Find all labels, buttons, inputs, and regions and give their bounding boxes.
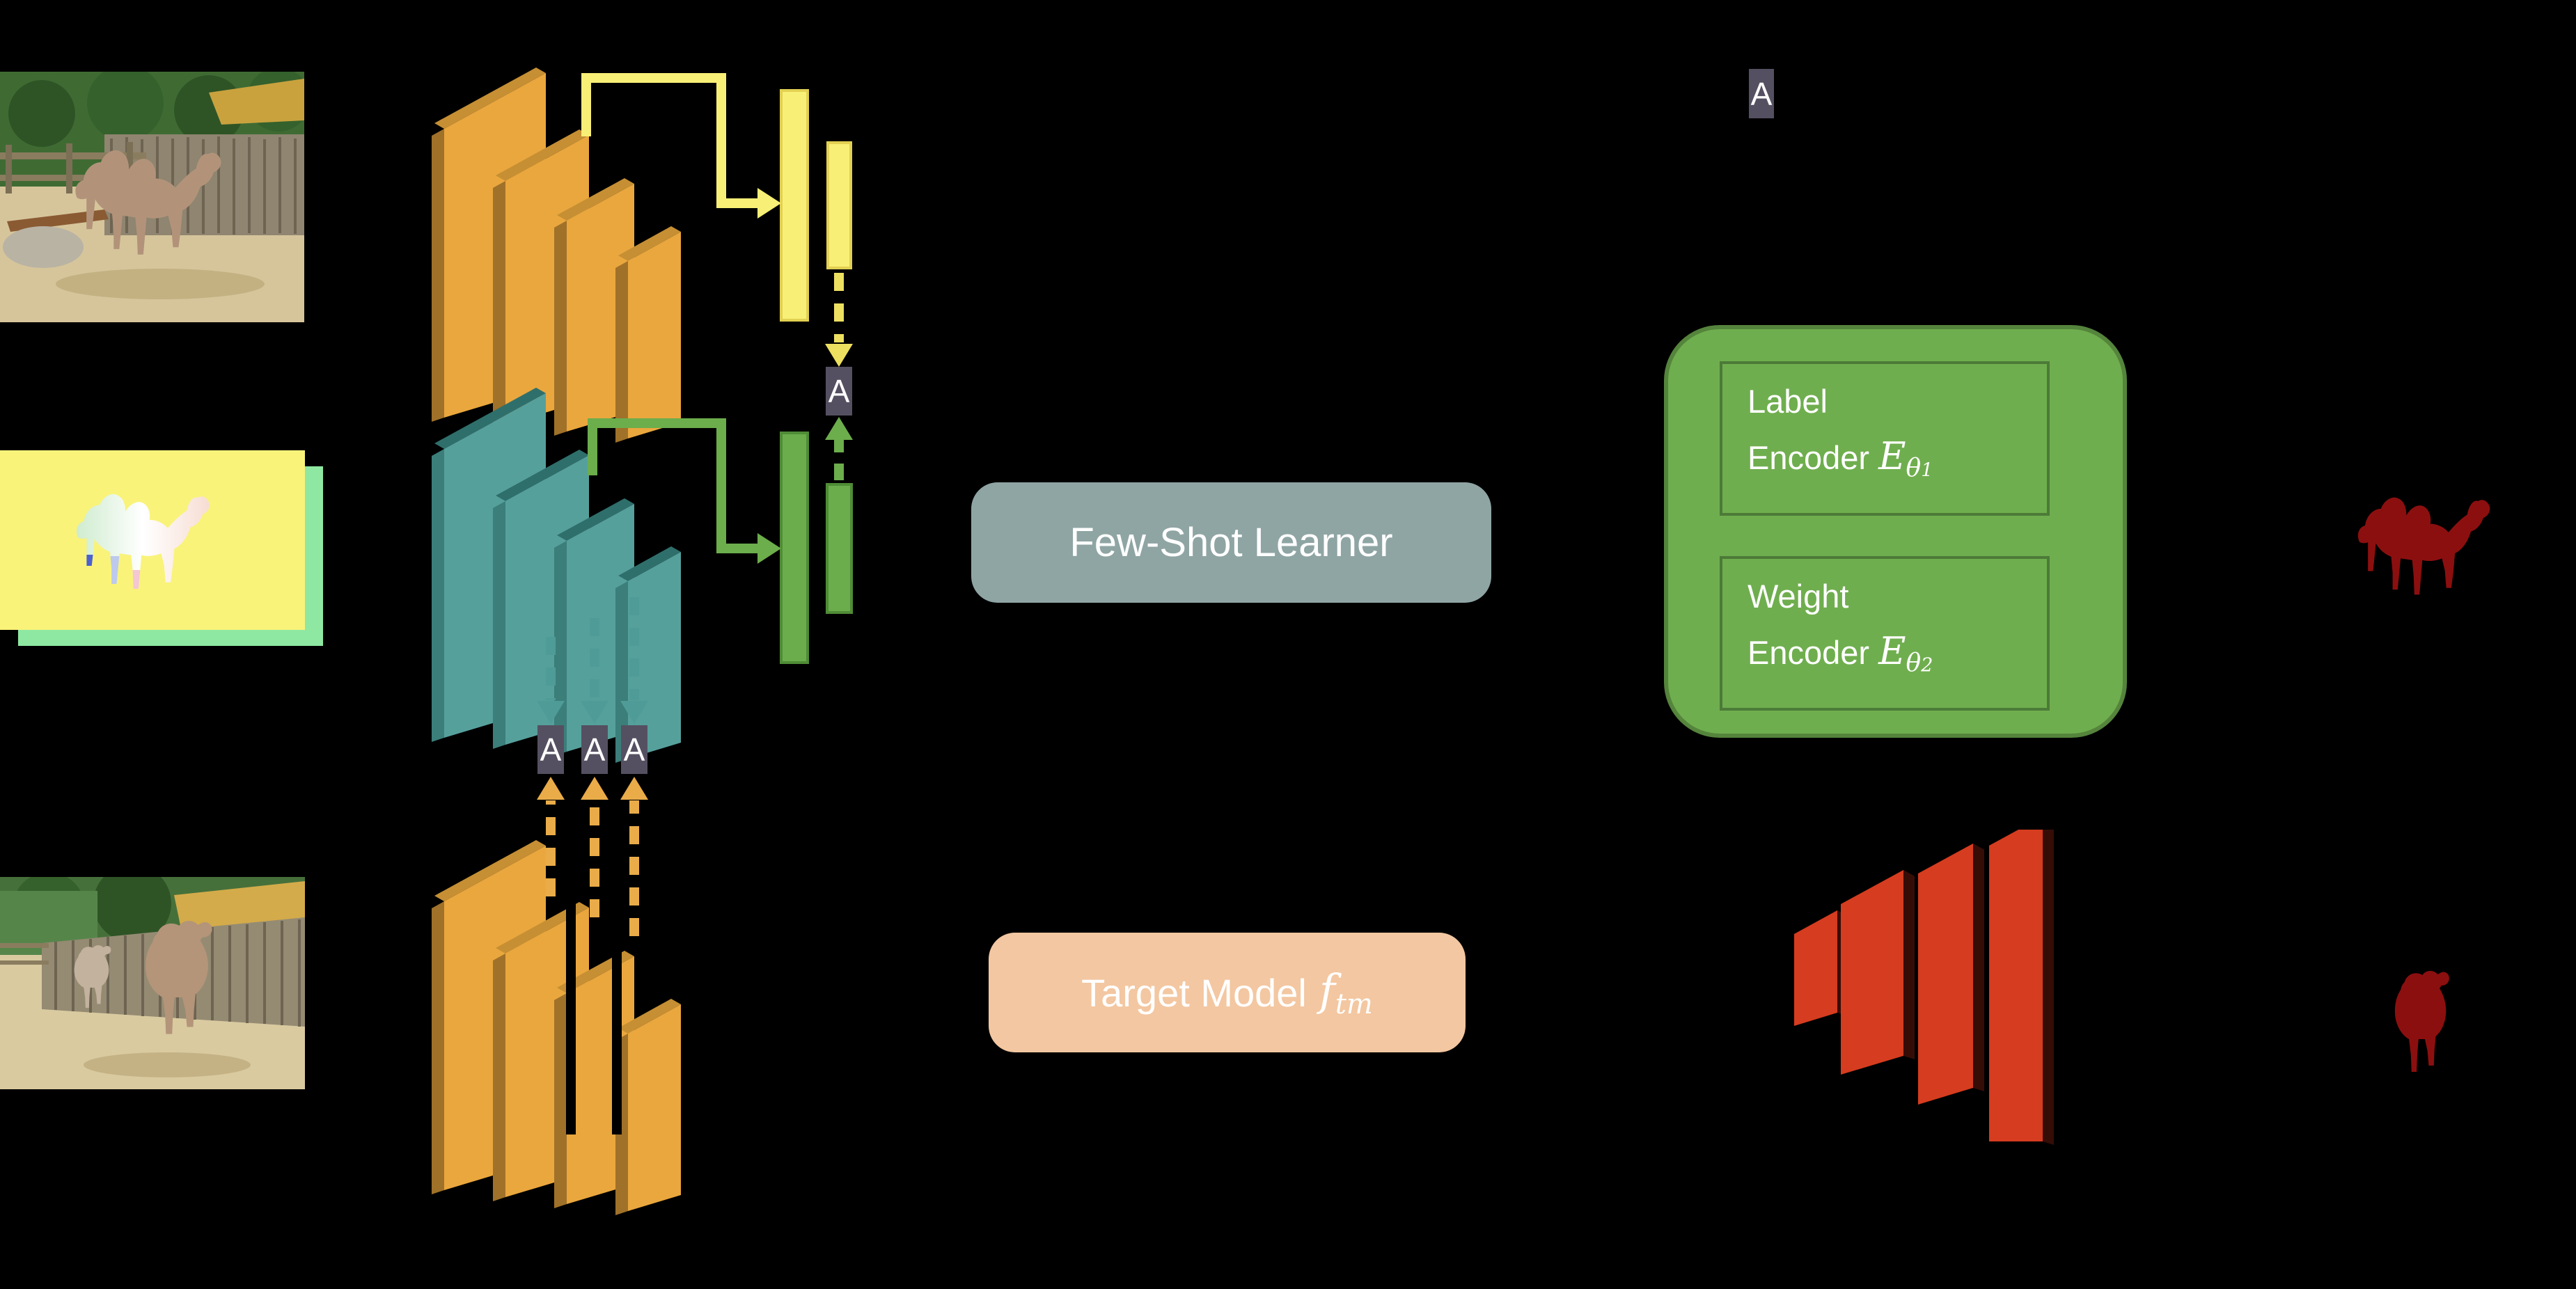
- support-image-photo: [0, 72, 304, 322]
- attention-box-row-3: A: [621, 725, 647, 774]
- label-encoder-box: Label Encoder Eθ1: [1720, 361, 2050, 516]
- support-mask-flow-image: [0, 450, 323, 646]
- mask-feature-bar-tall: [780, 432, 809, 664]
- query-feature-extractor-blocks: [432, 840, 681, 1215]
- thatch-roof: [209, 79, 304, 125]
- target-model-label: Target Model: [1081, 970, 1307, 1015]
- label-encoder-symbol: Eθ1: [1878, 434, 1933, 483]
- attention-box-mid: A: [826, 367, 852, 416]
- attention-symbol: A: [828, 373, 850, 409]
- label-encoder-line1: Label: [1748, 383, 1828, 420]
- support-feature-extractor-blocks: [432, 68, 681, 443]
- weight-encoder-line2: Encoder: [1748, 633, 1870, 671]
- rock: [3, 226, 84, 268]
- weight-encoder-box: Weight Encoder Eθ2: [1720, 556, 2050, 711]
- weight-encoder-symbol: Eθ2: [1878, 628, 1933, 678]
- output-mask-camel-rear: [2394, 970, 2449, 1072]
- output-mask-camel-side: [2357, 497, 2490, 595]
- yellow-skip-arrow: [581, 73, 763, 208]
- weight-encoder-line1: Weight: [1748, 578, 1849, 615]
- green-skip-arrow: [588, 418, 763, 553]
- attention-box-row-2: A: [581, 725, 608, 774]
- few-shot-learner-box: Few-Shot Learner: [971, 482, 1491, 603]
- target-model-symbol: ftm: [1319, 964, 1373, 1021]
- log: [7, 209, 109, 232]
- support-feature-bar-tall: [780, 89, 809, 322]
- encoder-group-box: Label Encoder Eθ1 Weight Encoder Eθ2: [1664, 325, 2127, 738]
- label-encoder-line2: Encoder: [1748, 438, 1870, 476]
- attention-symbol: A: [1750, 75, 1773, 112]
- few-shot-learner-label: Few-Shot Learner: [1069, 520, 1393, 565]
- attention-symbol: A: [623, 732, 645, 768]
- segmentation-decoder-blocks: [1794, 830, 2054, 1145]
- legend-attention-box: A: [1749, 69, 1774, 118]
- target-model-box: Target Model ftm: [989, 933, 1466, 1052]
- support-feature-bar-short: [826, 141, 852, 269]
- mask-feature-encoder-blocks: [432, 388, 681, 763]
- attention-box-row-1: A: [537, 725, 564, 774]
- mask-feature-bar-short: [826, 483, 853, 614]
- attention-symbol: A: [540, 732, 562, 768]
- query-image-photo: [0, 877, 305, 1089]
- attention-symbol: A: [583, 732, 606, 768]
